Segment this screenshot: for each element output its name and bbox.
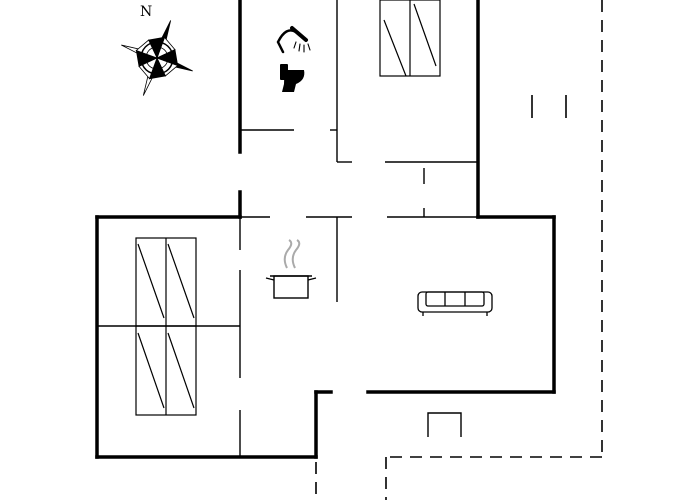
bed-lower-left (135, 237, 197, 416)
outdoor-table (427, 412, 462, 437)
toilet-icon (280, 64, 305, 92)
compass-rose-icon: N (121, 4, 193, 96)
interior-walls (97, 0, 478, 457)
exterior-walls (95, 0, 556, 459)
shower-icon (276, 26, 311, 54)
bed-upper (379, 0, 441, 77)
cooking-pot-icon (265, 239, 317, 299)
terrace-outline (315, 0, 603, 500)
compass-north-label: N (140, 4, 152, 20)
terrace-marks (531, 95, 567, 118)
sofa-icon (417, 291, 493, 316)
